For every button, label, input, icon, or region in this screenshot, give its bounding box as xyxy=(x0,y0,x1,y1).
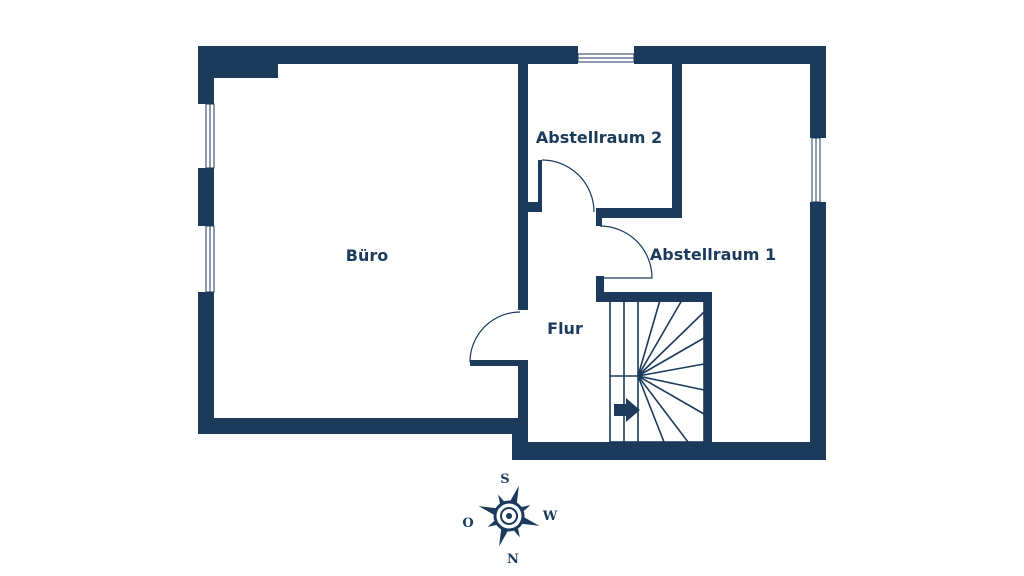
stair-step-2 xyxy=(637,299,683,377)
windows xyxy=(205,53,821,293)
room-label-abstellraum2: Abstellraum 2 xyxy=(536,128,662,147)
door-storage1-swing xyxy=(599,225,653,279)
compass-letter-west: W xyxy=(542,509,558,524)
door-office-swing xyxy=(469,311,521,363)
stair-step-1 xyxy=(637,299,661,377)
stair-step-5 xyxy=(637,363,705,377)
wall-right-bottom xyxy=(810,202,826,460)
wall-storage1-door-jamb xyxy=(596,208,602,226)
staircase xyxy=(609,299,705,443)
room-labels: Büro Abstellraum 2 Abstellraum 1 Flur xyxy=(346,128,776,338)
stair-step-7 xyxy=(637,375,705,415)
wall-office-partition-bottom xyxy=(518,362,528,422)
wall-top-right xyxy=(634,46,826,64)
wall-office-partition-top xyxy=(518,64,528,310)
stair-step-4 xyxy=(637,337,705,377)
wall-storage2-bottom xyxy=(596,208,682,218)
wall-stair-top xyxy=(596,276,604,300)
stair-step-3 xyxy=(637,311,705,377)
wall-top-left xyxy=(198,46,578,64)
wall-storage2-door-jamb xyxy=(538,160,542,212)
wall-office-door-stub xyxy=(470,360,528,366)
wall-bottom-office xyxy=(198,418,528,434)
room-label-flur: Flur xyxy=(547,319,583,338)
door-storage2-swing xyxy=(541,159,595,213)
walls xyxy=(198,46,826,460)
compass-ring-inner xyxy=(500,507,518,525)
wall-stair-right xyxy=(704,292,712,444)
wall-left-bottom xyxy=(198,292,214,434)
wall-left-middle xyxy=(198,168,214,226)
wall-bottom-right xyxy=(512,442,826,460)
compass-letter-east: O xyxy=(462,516,473,531)
stair-step-9 xyxy=(637,375,665,443)
compass-center xyxy=(506,513,512,519)
compass-rose-icon xyxy=(478,485,540,547)
compass-letters: S W N O xyxy=(462,472,557,567)
stair-outline xyxy=(609,299,705,443)
room-label-abstellraum1: Abstellraum 1 xyxy=(650,245,776,264)
wall-left-top xyxy=(198,46,214,104)
stair-direction-arrow-icon xyxy=(614,398,640,422)
stair-step-8 xyxy=(637,375,689,443)
wall-right-top xyxy=(810,46,826,138)
wall-bottom-step xyxy=(512,418,528,460)
stair-step-6 xyxy=(637,375,705,391)
wall-stair-top-bar xyxy=(596,292,712,302)
wall-storage2-left-stub xyxy=(528,202,542,212)
compass-letter-north: N xyxy=(507,552,519,567)
wall-storage2-right xyxy=(672,64,682,216)
compass-letter-south: S xyxy=(500,472,509,487)
room-label-buero: Büro xyxy=(346,246,388,265)
doors xyxy=(469,159,653,363)
